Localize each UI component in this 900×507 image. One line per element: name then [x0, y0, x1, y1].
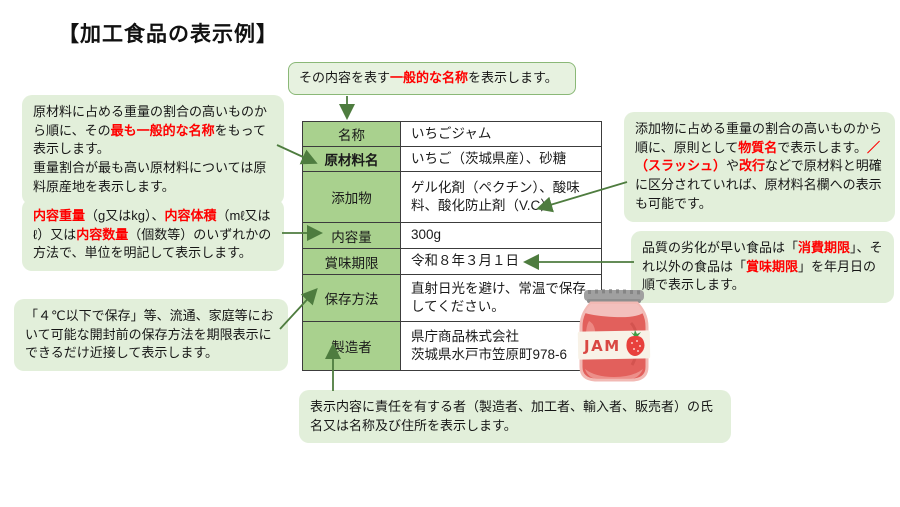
callout-text-segment: 品質の劣化が早い食品は「 [642, 240, 799, 255]
callout-emphasis: 改行 [739, 158, 766, 174]
callout-emphasis: 内容数量 [76, 226, 129, 242]
callout-text-segment: や [726, 158, 740, 174]
callout-emphasis: 一般的な名称 [390, 70, 469, 85]
strawberry-icon [626, 330, 645, 356]
callout-text-segment: で表示します。 [777, 139, 867, 155]
field-value-cell: いちご（茨城県産）、砂糖 [400, 146, 602, 172]
callout-text-segment: （個数等）のいずれかの方法で、単位を明記して表示します。 [33, 226, 272, 261]
jar-lid-icon [584, 289, 644, 303]
field-name-cell: 原材料名 [302, 146, 401, 172]
jam-label-text: JAM [583, 337, 621, 355]
page-title: 【加工食品の表示例】 [58, 23, 278, 46]
table-row-manufacturer: 製造者 県庁商品株式会社 茨城県水戸市笠原町978-6 [302, 321, 602, 371]
callout-emphasis: 物質名 [738, 139, 778, 155]
manufacturer-address: 茨城県水戸市笠原町978-6 [411, 347, 568, 362]
callout-emphasis: 賞味期限 [746, 258, 799, 274]
callout-text-segment: （mℓ又はℓ）又は [33, 208, 271, 242]
callout-expiry-date: 品質の劣化が早い食品は「消費期限」、それ以外の食品は「賞味期限」を年月日の順で表… [631, 231, 894, 304]
table-row-ingredients: 原材料名 いちご（茨城県産）、砂糖 [302, 146, 602, 172]
callout-ingredients: 原材料に占める重量の割合の高いものから順に、その最も一般的な名称をもって表示しま… [22, 95, 284, 205]
callout-emphasis: 消費期限 [798, 240, 851, 255]
field-name-cell: 名称 [302, 121, 401, 147]
callout-text-segment: 表示内容に責任を有する者（製造者、加工者、輸入者、販売者）の氏名又は名称及び住所… [310, 399, 714, 433]
field-value-cell: 県庁商品株式会社 茨城県水戸市笠原町978-6 [400, 321, 602, 371]
field-value-cell: 直射日光を避け、常温で保存してください。 [400, 274, 602, 322]
table-row-best-before: 賞味期限 令和８年３月１日 [302, 248, 602, 275]
field-value-cell: 令和８年３月１日 [400, 248, 602, 275]
field-name-cell: 内容量 [302, 222, 401, 249]
field-name-cell: 製造者 [302, 321, 401, 371]
callout-quantity: 内容重量（g又はkg）、内容体積（mℓ又はℓ）又は内容数量（個数等）のいずれかの… [22, 199, 284, 272]
field-name-cell: 保存方法 [302, 274, 401, 322]
callout-text-segment: 」を年月日の順で表示します。 [642, 258, 877, 293]
callout-emphasis: 内容体積 [164, 208, 217, 223]
callout-emphasis: ／（スラッシュ） [635, 139, 880, 174]
callout-emphasis: 内容重量 [33, 208, 86, 223]
callout-additives: 添加物に占める重量の割合の高いものから順に、原則として物質名で表示します。／（ス… [624, 112, 895, 222]
callout-text-segment: （g又はkg）、 [85, 208, 165, 223]
field-value-cell: いちごジャム [400, 121, 602, 147]
callout-text-segment: 「４℃以下で保存」等、流通、家庭等において可能な開封前の保存方法を期限表示にでき… [25, 308, 274, 361]
table-row-storage: 保存方法 直射日光を避け、常温で保存してください。 [302, 274, 602, 322]
callout-text-segment: を表示します。 [468, 70, 558, 85]
field-value-cell: 300g [400, 222, 602, 249]
callout-text-segment: 」、それ以外の食品は「 [642, 240, 883, 274]
table-row-net-content: 内容量 300g [302, 222, 602, 249]
callout-manufacturer: 表示内容に責任を有する者（製造者、加工者、輸入者、販売者）の氏名又は名称及び住所… [299, 390, 731, 444]
jam-jar-illustration: JAM [577, 289, 651, 382]
callout-text-segment: 重量割合が最も高い原材料については原料原産地を表示します。 [33, 160, 267, 194]
callout-text-segment: 添加物に占める重量の割合の高いものから順に、原則として [635, 121, 883, 155]
callout-text-segment: などで原材料と明確に区分されていれば、原材料名欄への表示も可能です。 [635, 158, 882, 211]
food-label-table: 名称 いちごジャム 原材料名 いちご（茨城県産）、砂糖 添加物 ゲル化剤（ペクチ… [302, 121, 602, 371]
field-name-cell: 添加物 [302, 171, 401, 223]
callout-general-name: その内容を表す一般的な名称を表示します。 [288, 62, 576, 95]
field-name-cell: 賞味期限 [302, 248, 401, 275]
callout-text-segment: 原材料に占める重量の割合の高いものから順に、その [33, 104, 268, 138]
callout-emphasis: 最も一般的な名称 [110, 122, 215, 138]
field-value-cell: ゲル化剤（ペクチン）、酸味料、酸化防止剤（V.C） [400, 171, 602, 223]
manufacturer-name: 県庁商品株式会社 [411, 328, 519, 344]
callout-storage-method: 「４℃以下で保存」等、流通、家庭等において可能な開封前の保存方法を期限表示にでき… [14, 299, 288, 372]
callout-text-segment: をもって表示します。 [33, 122, 266, 157]
table-row-name: 名称 いちごジャム [302, 121, 602, 147]
table-row-additives: 添加物 ゲル化剤（ペクチン）、酸味料、酸化防止剤（V.C） [302, 171, 602, 223]
callout-text-segment: その内容を表す [299, 70, 391, 85]
